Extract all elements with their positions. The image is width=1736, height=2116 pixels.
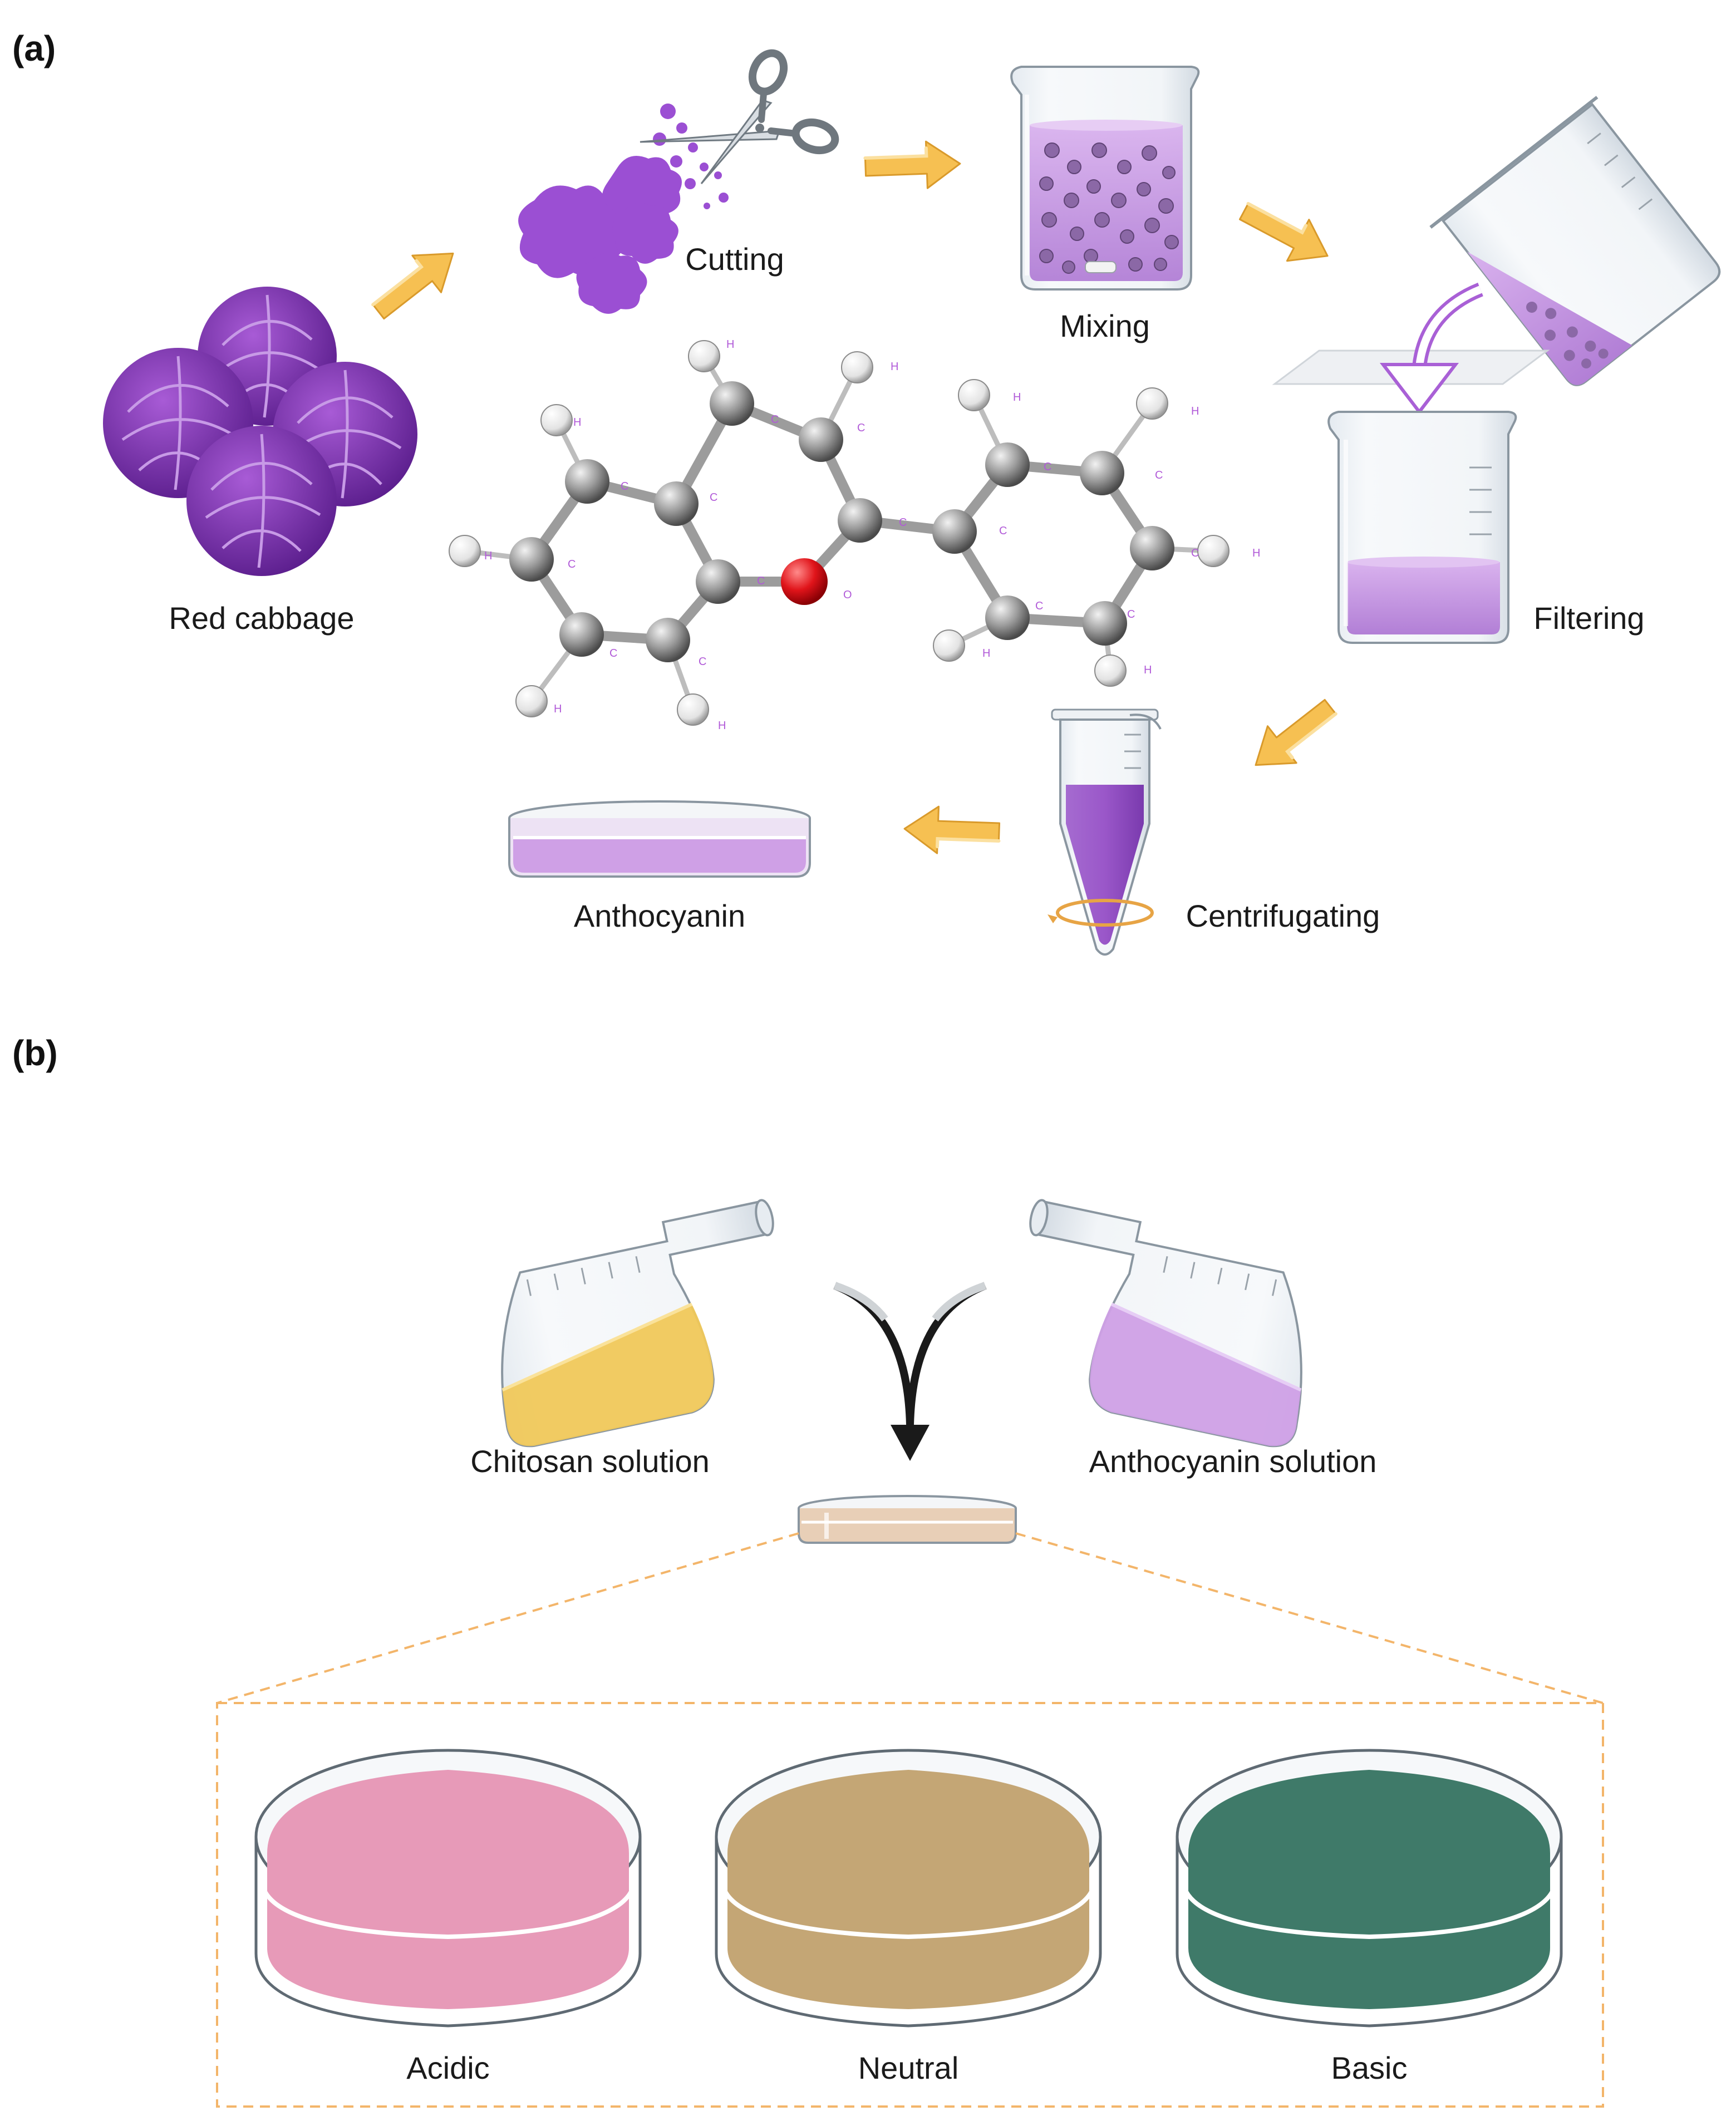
basic-dish-icon (1176, 1749, 1563, 2028)
atom-label: C (609, 647, 617, 660)
centrifuge-tube-icon (1047, 708, 1162, 956)
pouring-beaker-icon (1429, 96, 1721, 386)
atom-label: O (843, 589, 852, 601)
anthocyanin-solution-label: Anthocyanin solution (1089, 1444, 1377, 1479)
atom-label: C (710, 491, 717, 504)
anthocyanin-dish-icon (508, 800, 811, 878)
neutral-dish-icon (715, 1749, 1102, 2028)
pour-arrow-icon (1379, 282, 1483, 415)
cut-pieces-icon (518, 104, 729, 314)
panel-b-label: (b) (12, 1033, 58, 1073)
acidic-label: Acidic (406, 2050, 489, 2085)
neutral-label: Neutral (858, 2050, 959, 2085)
atom-label: C (1155, 469, 1163, 481)
atom-label: H (982, 647, 990, 660)
red-cabbage-label: Red cabbage (169, 601, 354, 636)
arrow-to-cutting (364, 235, 468, 330)
anthocyanin-molecule: H H H H H H H H H H H C C C C C C C C C (449, 338, 1260, 732)
atom-label: H (484, 550, 492, 562)
zoom-box (216, 1532, 1604, 2108)
chitosan-flask-icon (501, 1199, 774, 1448)
anthocyanin-flask-icon (1029, 1199, 1302, 1448)
atom-label: H (554, 703, 562, 715)
atom-label: C (568, 558, 576, 570)
atom-label: H (726, 338, 734, 351)
acidic-dish-icon (254, 1749, 642, 2028)
atom-label: H (1013, 391, 1021, 403)
atom-label: H (1144, 664, 1152, 676)
atom-label: C (857, 422, 865, 434)
atom-label: C (771, 414, 779, 426)
atom-label: H (1252, 547, 1260, 559)
merge-arrow-icon (833, 1282, 987, 1461)
atom-label: C (621, 480, 628, 493)
atom-label: C (1035, 600, 1043, 612)
cutting-label: Cutting (685, 242, 784, 277)
atom-label: C (1044, 461, 1051, 473)
atom-label: C (757, 575, 765, 587)
anthocyanin-label: Anthocyanin (574, 898, 745, 933)
filtering-beaker-icon (1327, 411, 1517, 644)
basic-label: Basic (1331, 2050, 1408, 2085)
atom-label: C (899, 516, 907, 529)
atom-label: C (1127, 608, 1135, 621)
mixing-beaker-icon (1010, 66, 1200, 291)
arrow-to-anthocyanin (904, 805, 1000, 855)
arrow-to-filtering (1233, 191, 1339, 277)
atom-label: H (718, 720, 726, 732)
red-cabbage-icon (103, 287, 417, 576)
centrifugating-label: Centrifugating (1186, 898, 1380, 933)
atom-label: H (573, 416, 581, 429)
filtering-label: Filtering (1533, 601, 1644, 636)
atom-label: C (1191, 547, 1199, 559)
atom-label: C (999, 525, 1007, 537)
film-dish-icon (798, 1495, 1017, 1544)
panel-a-label: (a) (12, 28, 56, 68)
arrow-to-centrifugating (1241, 688, 1345, 784)
chitosan-solution-label: Chitosan solution (470, 1444, 710, 1479)
atom-label: C (699, 656, 706, 668)
scissors-icon (640, 49, 839, 184)
mixing-label: Mixing (1060, 308, 1150, 343)
arrow-to-mixing (865, 140, 961, 190)
atom-label: H (1191, 405, 1199, 417)
atom-label: H (891, 361, 898, 373)
